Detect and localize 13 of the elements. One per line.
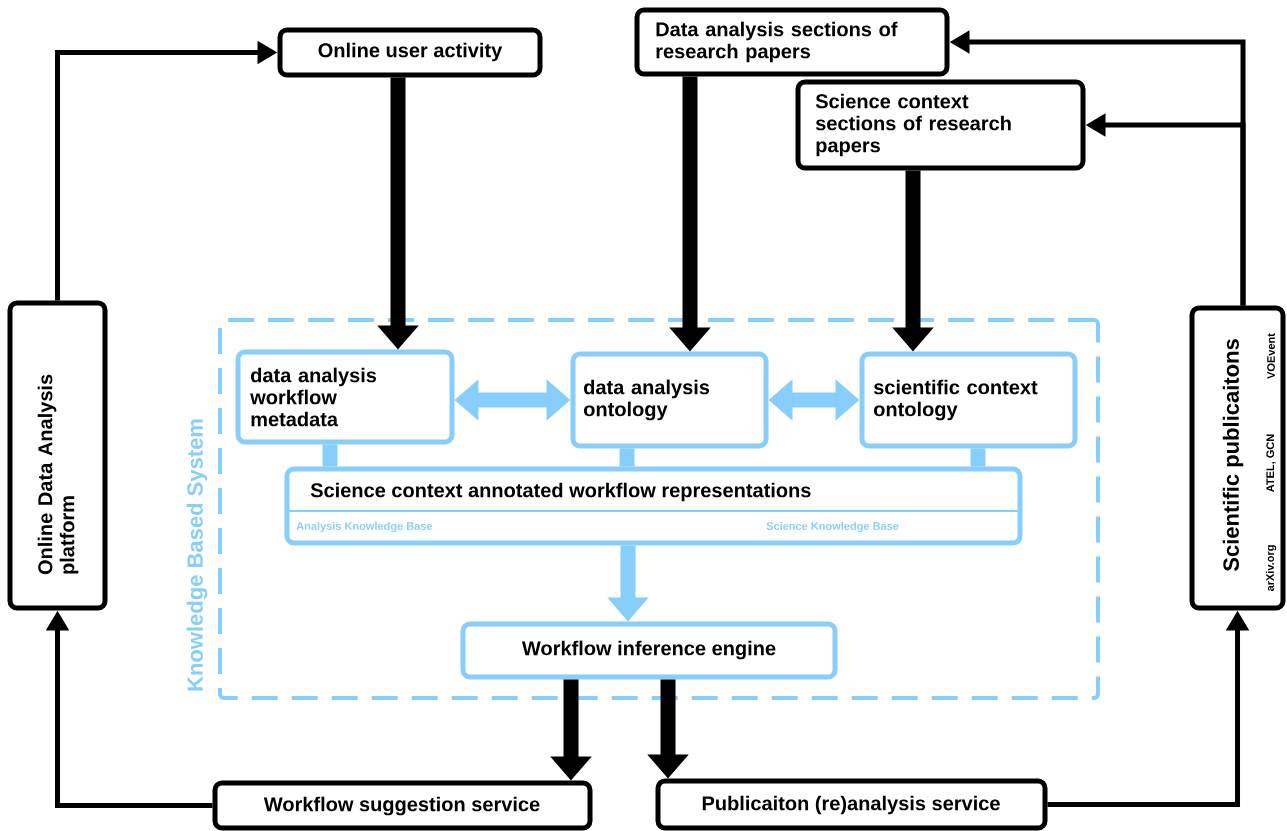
process-box: Online user activity: [277, 27, 543, 78]
process-box: Data analysis sections of research papers: [634, 7, 950, 77]
process-box: scientific context ontology: [859, 351, 1078, 449]
process-box: Workflow suggestion service: [212, 780, 593, 831]
process-box: Science context sections of research papers: [795, 79, 1086, 171]
process-box: Scientific publicaitons arXiv.org ATEL, GCN VOEvent: [1189, 305, 1286, 611]
process-box: data analysis workflow metadata: [235, 349, 455, 445]
process-box: Science context annotated workflow representations Analysis Knowledge Base Science Knowledge Base: [284, 466, 1023, 546]
node-label: Knowledge Based System: [186, 419, 208, 691]
process-box: Online Data Analysis platform: [7, 300, 108, 611]
process-box: Publicaiton (re)analysis service: [655, 778, 1048, 831]
process-box: Workflow inference engine: [460, 621, 838, 680]
process-box: data analysis ontology: [570, 351, 769, 449]
